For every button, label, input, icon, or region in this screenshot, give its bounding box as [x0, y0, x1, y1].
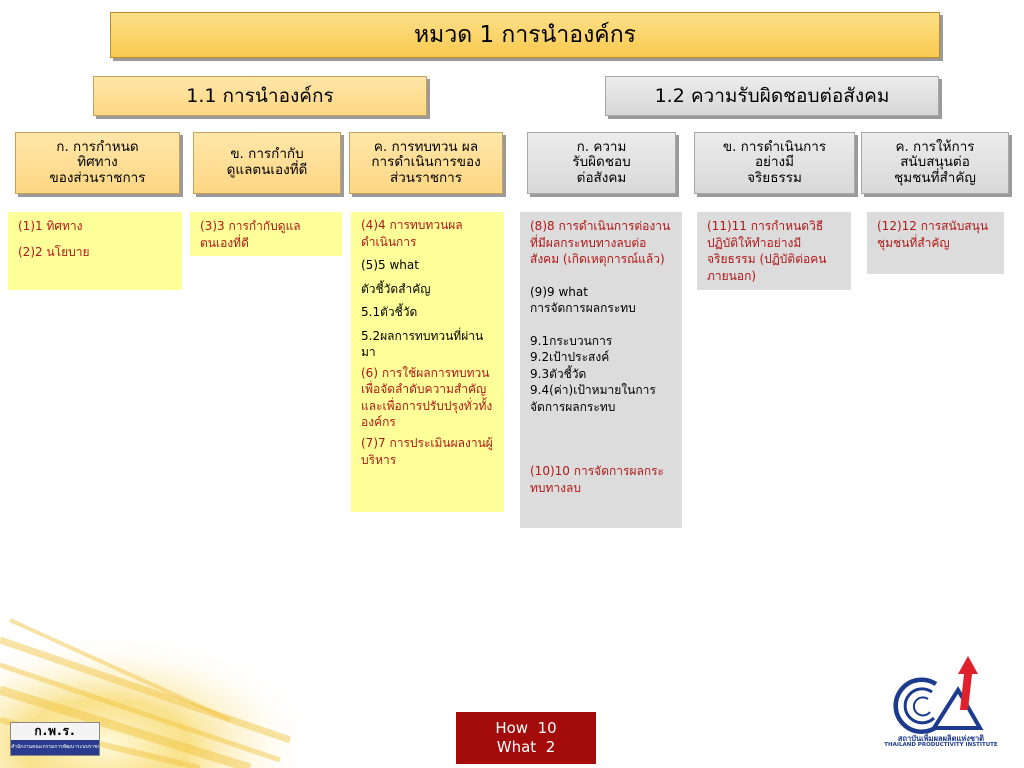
- list-item: 9.3ตัวชี้วัด: [530, 366, 587, 381]
- list-item: 5.2ผลการทบทวนที่ผ่านมา: [361, 328, 484, 360]
- how-count: How 10: [495, 718, 557, 737]
- list-item: (8)8 การดำเนินการต่องานที่มีผลกระทบทางลบ…: [530, 219, 671, 267]
- header-governance: ข. การกำกับ ดูแลตนเองที่ดี: [193, 132, 341, 194]
- list-item: (6) การใช้ผลการทบทวนเพื่อจัดลำดับความสำค…: [361, 365, 493, 430]
- header-direction: ก. การกำหนด ทิศทาง ของส่วนราชการ: [15, 132, 180, 194]
- opdc-logo: ก.พ.ร. สำนักงานคณะกรรมการพัฒนาระบบราชการ: [10, 722, 100, 756]
- list-item: ตัวชี้วัดสำคัญ: [361, 281, 431, 296]
- list-item: (12)12 การสนับสนุนชุมชนที่สำคัญ: [877, 219, 989, 250]
- how-what-badge: How 10 What 2: [456, 712, 596, 764]
- list-item: (11)11 การกำหนดวิธีปฏิบัติให้ทำอย่างมีจร…: [707, 219, 827, 283]
- list-item: (7)7 การประเมินผลงานผู้บริหาร: [361, 436, 493, 467]
- column-review: (4)4 การทบทวนผลดำเนินการ (5)5 what ตัวชี…: [351, 212, 504, 512]
- list-item: (2)2 นโยบาย: [18, 244, 90, 259]
- institute-name-en: THAILAND PRODUCTIVITY INSTITUTE: [884, 742, 998, 748]
- list-item: (9)9 what: [530, 284, 588, 299]
- header-community-support: ค. การให้การ สนับสนุนต่อ ชุมชนที่สำคัญ: [861, 132, 1009, 194]
- section-1-2: 1.2 ความรับผิดชอบต่อสังคม: [605, 76, 939, 116]
- list-item: 5.1ตัวชี้วัด: [361, 305, 418, 320]
- column-community-support: (12)12 การสนับสนุนชุมชนที่สำคัญ: [867, 212, 1004, 274]
- page-title: หมวด 1 การนำองค์กร: [110, 12, 940, 58]
- column-ethics: (11)11 การกำหนดวิธีปฏิบัติให้ทำอย่างมีจร…: [697, 212, 851, 290]
- institute-name-th: สถาบันเพิ่มผลผลิตแห่งชาติ: [897, 734, 985, 743]
- list-item: 9.4(ค่า)เป้าหมายในการจัดการผลกระทบ: [530, 383, 656, 414]
- header-review: ค. การทบทวน ผล การดำเนินการของ ส่วนราชกา…: [349, 132, 503, 194]
- opdc-abbr: ก.พ.ร.: [34, 724, 76, 738]
- list-item: (4)4 การทบทวนผลดำเนินการ: [361, 218, 463, 249]
- what-count: What 2: [496, 738, 556, 756]
- section-1-1: 1.1 การนำองค์กร: [93, 76, 427, 116]
- productivity-institute-logo: [893, 656, 984, 734]
- list-item: (1)1 ทิศทาง: [18, 219, 83, 233]
- list-item: (3)3 การกำกับดูแลตนเองที่ดี: [200, 219, 301, 250]
- header-social-responsibility: ก. ความ รับผิดชอบ ต่อสังคม: [527, 132, 676, 194]
- list-item: (5)5 what: [361, 258, 419, 273]
- header-ethics: ข. การดำเนินการ อย่างมี จริยธรรม: [694, 132, 855, 194]
- opdc-subtitle: สำนักงานคณะกรรมการพัฒนาระบบราชการ: [11, 740, 99, 755]
- list-item: 9.2เป้าประสงค์: [530, 350, 610, 365]
- column-social-responsibility: (8)8 การดำเนินการต่องานที่มีผลกระทบทางลบ…: [520, 212, 682, 528]
- list-item: (10)10 การจัดการผลกระทบทางลบ: [530, 464, 664, 496]
- list-item: 9.1กระบวนการ: [530, 333, 613, 348]
- column-governance: (3)3 การกำกับดูแลตนเองที่ดี: [190, 212, 342, 256]
- list-item: การจัดการผลกระทบ: [530, 301, 636, 316]
- column-direction: (1)1 ทิศทาง (2)2 นโยบาย: [8, 212, 182, 290]
